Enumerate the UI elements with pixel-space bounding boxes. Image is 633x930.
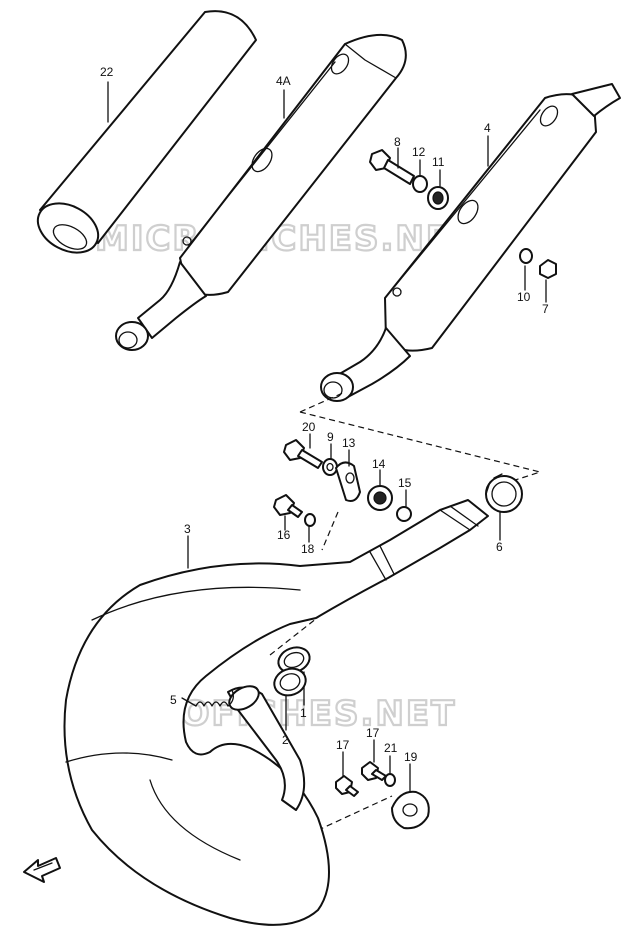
part-3-chamber xyxy=(63,499,489,926)
watermark-upper: MICROFICHES.NET xyxy=(95,219,476,259)
label-22: 22 xyxy=(100,65,114,79)
part-17-bolt-b xyxy=(361,761,387,781)
label-15: 15 xyxy=(398,476,412,490)
label-16: 16 xyxy=(277,528,291,542)
label-5: 5 xyxy=(170,693,177,707)
part-12-collar xyxy=(412,175,428,193)
part-21-washer xyxy=(384,773,396,787)
label-17b: 17 xyxy=(366,726,380,740)
label-14: 14 xyxy=(372,457,386,471)
label-10: 10 xyxy=(517,290,531,304)
label-21: 21 xyxy=(384,741,398,755)
part-4-muffler xyxy=(320,83,621,402)
label-3: 3 xyxy=(184,522,191,536)
part-1-gasket xyxy=(277,646,311,674)
part-17-bolt-a xyxy=(335,775,359,797)
label-11: 11 xyxy=(432,155,445,169)
label-20: 20 xyxy=(302,420,316,434)
part-7-nut xyxy=(539,259,557,279)
front-arrow-icon xyxy=(23,857,61,883)
label-6: 6 xyxy=(496,540,503,554)
part-2-gasket xyxy=(273,667,307,697)
label-2: 2 xyxy=(282,733,289,747)
part-14-grommet xyxy=(367,485,393,511)
leader-5 xyxy=(181,697,197,707)
label-19: 19 xyxy=(404,750,418,764)
part-18-washer xyxy=(304,513,316,527)
label-4a: 4A xyxy=(276,74,291,88)
label-8: 8 xyxy=(394,135,401,149)
part-8-bolt xyxy=(369,149,415,185)
part-9-washer xyxy=(322,458,338,476)
label-1: 1 xyxy=(300,706,307,720)
part-16-bolt xyxy=(273,494,303,518)
label-17a: 17 xyxy=(336,738,350,752)
part-6-joint xyxy=(485,473,523,513)
part-20-bolt xyxy=(283,439,323,469)
part-13-gasket xyxy=(335,461,361,502)
label-9: 9 xyxy=(327,430,334,444)
label-18: 18 xyxy=(301,542,315,556)
label-4: 4 xyxy=(484,121,491,135)
label-13: 13 xyxy=(342,436,356,450)
label-12: 12 xyxy=(412,145,426,159)
part-15-collar xyxy=(396,506,412,522)
part-4a-muffler xyxy=(115,33,407,351)
part-5-spring xyxy=(195,689,234,707)
part-11-grommet xyxy=(427,186,449,210)
part-10-washer xyxy=(519,248,533,264)
part-22-protector xyxy=(36,10,257,254)
label-7: 7 xyxy=(542,302,549,316)
part-19-cover xyxy=(391,790,430,830)
